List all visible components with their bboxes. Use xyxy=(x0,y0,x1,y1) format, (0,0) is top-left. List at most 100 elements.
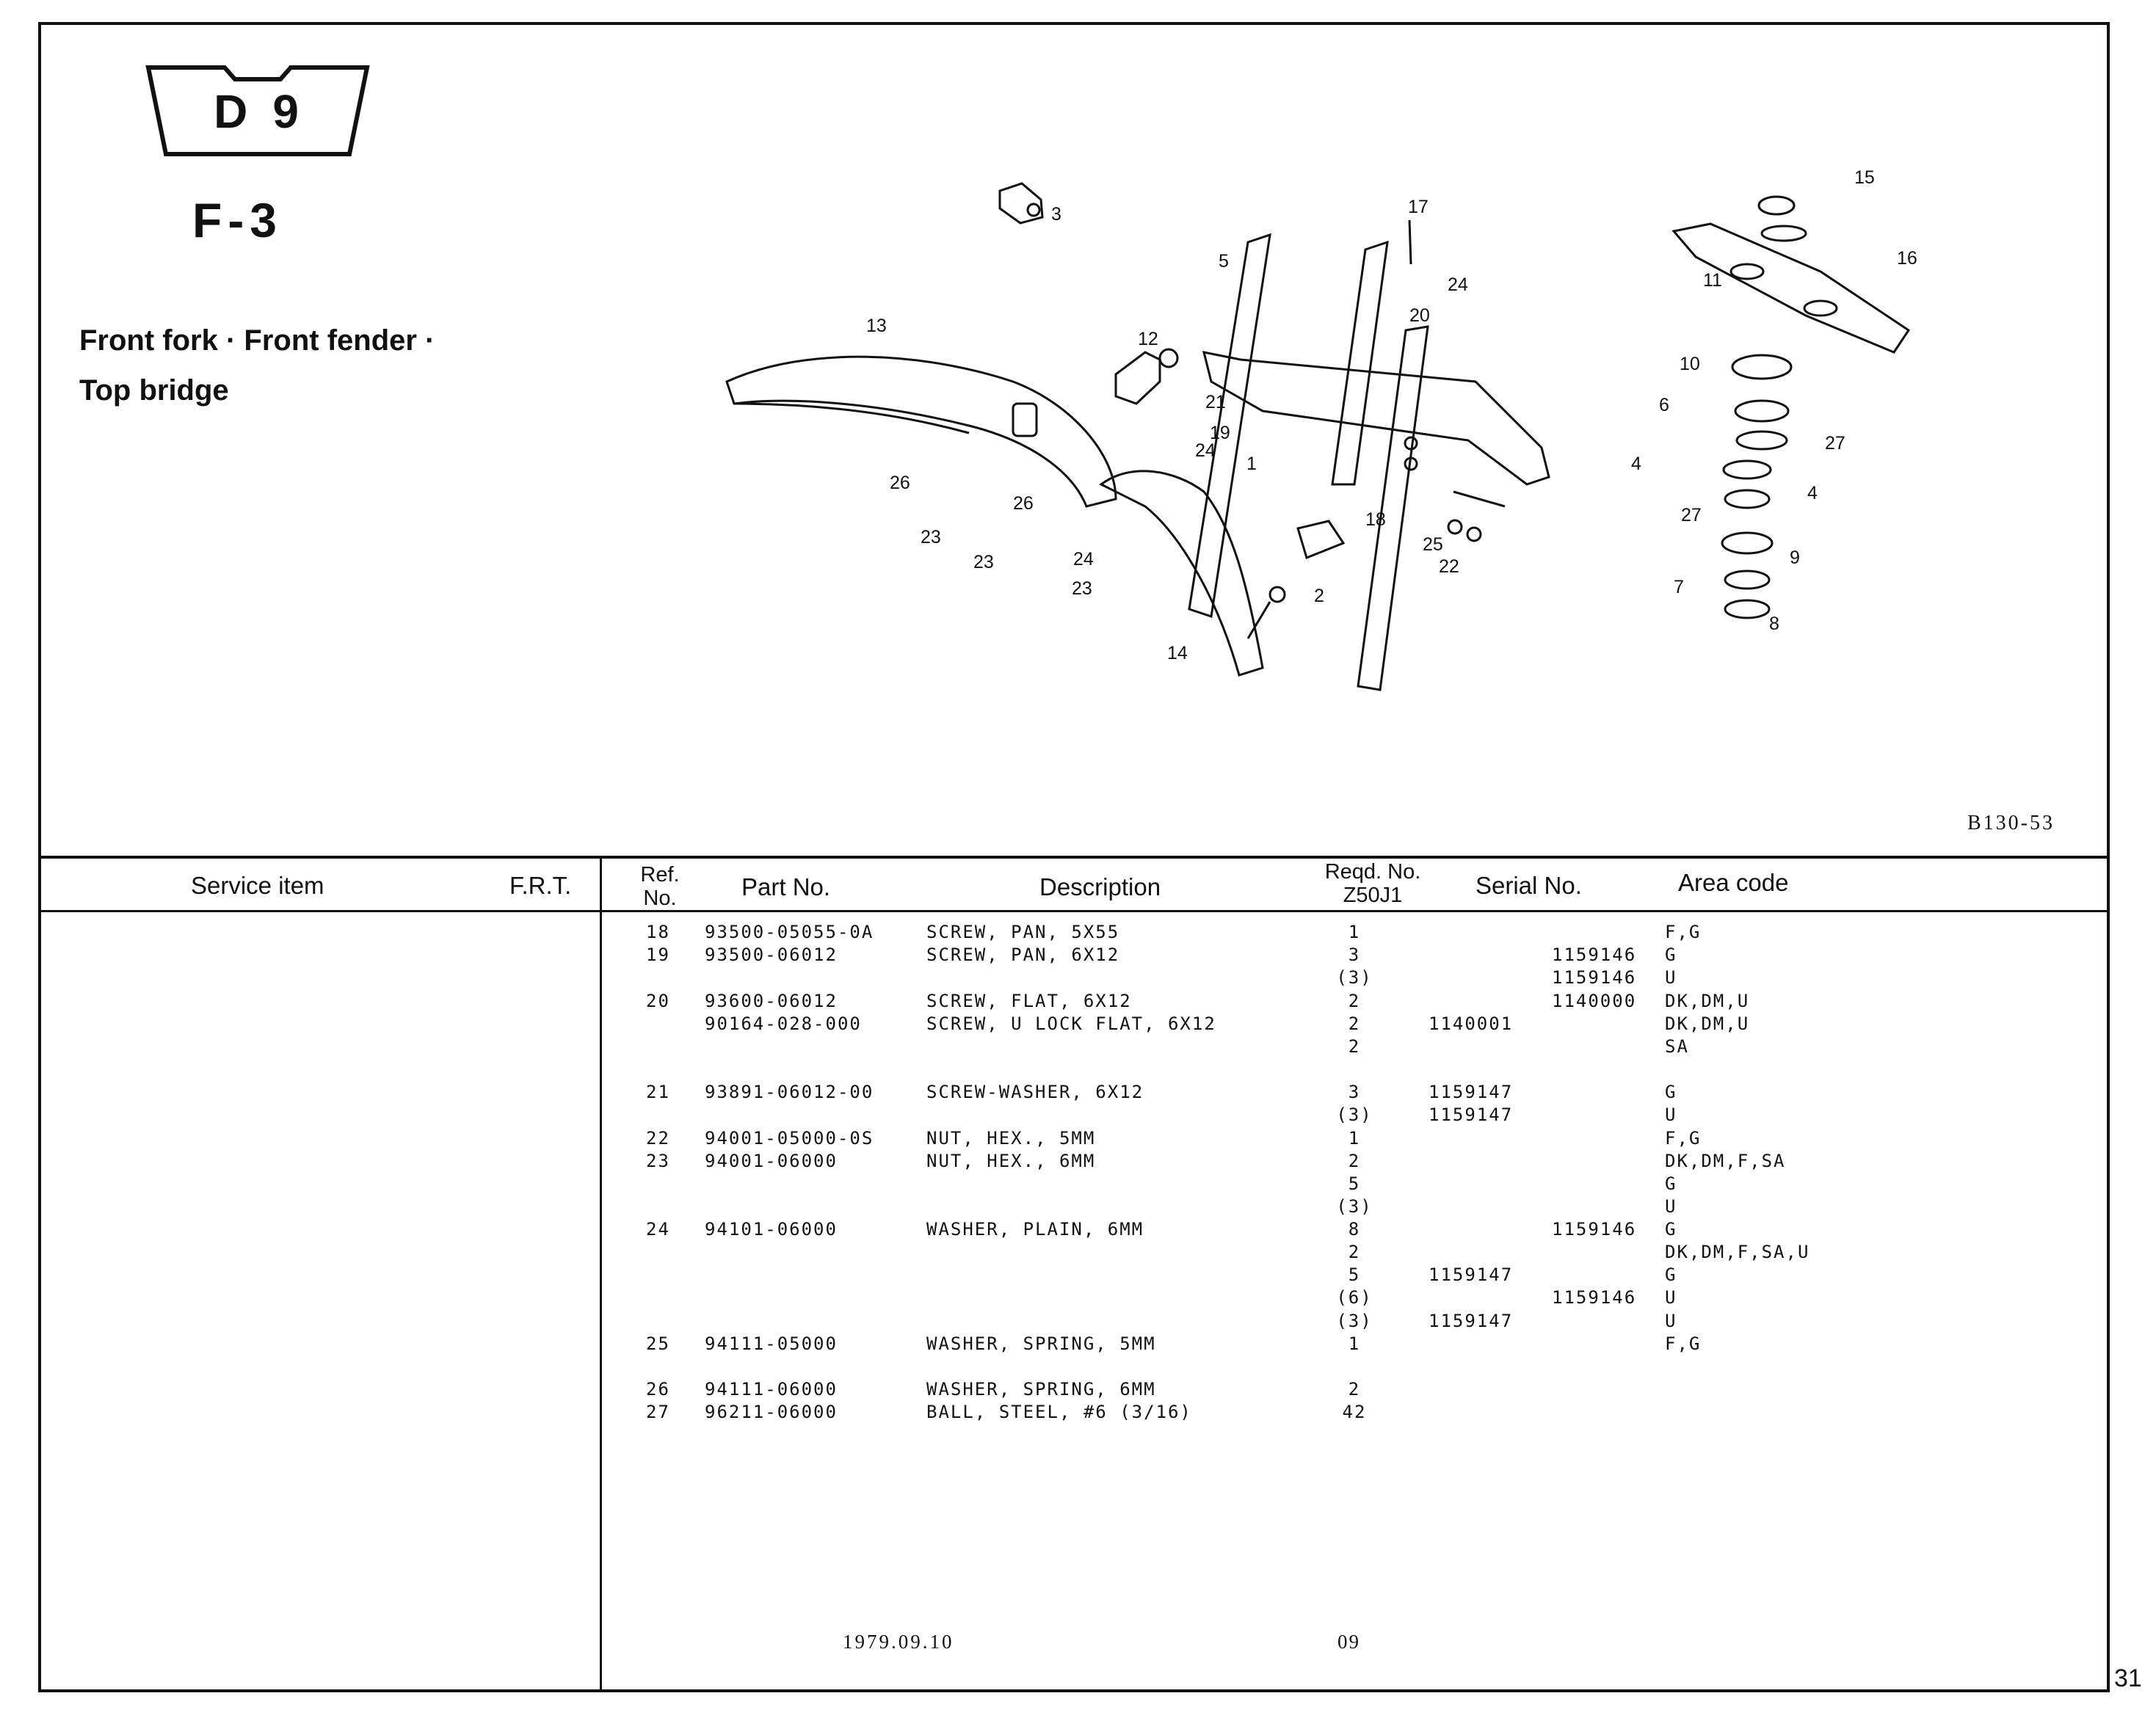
cell-area: DK,DM,F,SA,U xyxy=(1665,1242,1810,1262)
callout-26b: 26 xyxy=(1013,493,1034,514)
callout-4b: 4 xyxy=(1807,483,1818,503)
cell-ref: 26 xyxy=(646,1379,670,1399)
bottom-bridge-drawing xyxy=(1202,351,1550,486)
cell-ref: 21 xyxy=(646,1082,670,1102)
cell-part: 94111-06000 xyxy=(705,1379,838,1399)
callout-8: 8 xyxy=(1769,614,1779,634)
callout-5: 5 xyxy=(1219,251,1229,272)
callout-12: 12 xyxy=(1138,329,1158,349)
cell-serial-b: 1159146 xyxy=(1552,1219,1637,1240)
cell-desc: BALL, STEEL, #6 (3/16) xyxy=(926,1402,1192,1422)
cell-qty: (3) xyxy=(1336,967,1373,988)
cell-area: G xyxy=(1665,1173,1677,1194)
table-row: 25 94111-05000 WASHER, SPRING, 5MM 1 F,G xyxy=(0,1333,2156,1356)
cell-part: 94001-06000 xyxy=(705,1151,838,1171)
cell-qty: 2 xyxy=(1348,1242,1361,1262)
cell-qty: 2 xyxy=(1348,1013,1361,1034)
callout-25: 25 xyxy=(1423,534,1443,555)
cell-area: DK,DM,U xyxy=(1665,1013,1750,1034)
callout-23b: 23 xyxy=(973,552,994,572)
cell-desc: SCREW, FLAT, 6X12 xyxy=(926,991,1132,1011)
header-ref-line2: No. xyxy=(643,887,677,910)
table-row: 26 94111-06000 WASHER, SPRING, 6MM 2 xyxy=(0,1379,2156,1402)
cell-desc: SCREW, U LOCK FLAT, 6X12 xyxy=(926,1013,1216,1034)
cell-qty: (3) xyxy=(1336,1311,1373,1331)
cell-part: 96211-06000 xyxy=(705,1402,838,1422)
cell-serial-b: 1159146 xyxy=(1552,1287,1637,1308)
front-fender-drawing xyxy=(725,355,1117,508)
cell-area: G xyxy=(1665,1082,1677,1102)
cell-area: F,G xyxy=(1665,1128,1702,1149)
cell-qty: 3 xyxy=(1348,1082,1361,1102)
cell-serial-a: 1159147 xyxy=(1429,1311,1514,1331)
steering-stem-drawing xyxy=(1331,240,1389,486)
callout-10: 10 xyxy=(1680,354,1700,374)
cell-desc: SCREW, PAN, 5X55 xyxy=(926,922,1120,942)
footer-code: 09 xyxy=(1337,1631,1360,1653)
exploded-parts-diagram: 1 2 3 4 4 5 6 7 8 9 10 11 12 13 14 15 16… xyxy=(725,167,1917,691)
cell-part: 93500-05055-0A xyxy=(705,922,874,942)
callout-24b: 24 xyxy=(1195,440,1216,461)
cell-ref: 27 xyxy=(646,1402,670,1422)
cell-ref: 25 xyxy=(646,1333,670,1354)
cell-part: 94001-05000-0S xyxy=(705,1128,874,1149)
section-title-line2: Top bridge xyxy=(79,374,229,407)
callout-14: 14 xyxy=(1167,643,1188,663)
cell-desc: SCREW-WASHER, 6X12 xyxy=(926,1082,1144,1102)
cell-area: SA xyxy=(1665,1036,1689,1057)
diagram-callouts: 1 2 3 4 4 5 6 7 8 9 10 11 12 13 14 15 16… xyxy=(866,167,1917,663)
fender-bracket-drawing xyxy=(998,182,1044,225)
table-header-rule xyxy=(38,910,2110,912)
cell-ref: 23 xyxy=(646,1151,670,1171)
cell-qty: 1 xyxy=(1348,1333,1361,1354)
badge-outline-icon xyxy=(145,65,370,156)
cell-area: U xyxy=(1665,1104,1677,1125)
callout-18: 18 xyxy=(1365,509,1386,530)
cell-qty: 1 xyxy=(1348,1128,1361,1149)
cell-serial-b: 1159146 xyxy=(1552,967,1637,988)
callout-2: 2 xyxy=(1314,586,1324,606)
callout-23c: 23 xyxy=(1072,578,1092,599)
cell-desc: NUT, HEX., 5MM xyxy=(926,1128,1096,1149)
callout-9: 9 xyxy=(1790,547,1800,568)
cell-desc: WASHER, SPRING, 6MM xyxy=(926,1379,1156,1399)
left-fork-tube-drawing xyxy=(1188,233,1271,618)
cell-area: U xyxy=(1665,1196,1677,1217)
part-12-drawing xyxy=(1114,351,1161,405)
cell-part: 94111-05000 xyxy=(705,1333,838,1354)
cell-ref: 20 xyxy=(646,991,670,1011)
badge-label: D9 xyxy=(214,85,324,138)
header-frt: F.R.T. xyxy=(509,872,572,899)
cell-serial-b: 1140000 xyxy=(1552,991,1637,1011)
cell-area: F,G xyxy=(1665,1333,1702,1354)
cell-qty: (3) xyxy=(1336,1104,1373,1125)
header-part-no: Part No. xyxy=(741,873,831,900)
callout-27a: 27 xyxy=(1825,433,1845,454)
cell-qty: 2 xyxy=(1348,1379,1361,1399)
fender-stay-drawing xyxy=(1099,470,1264,677)
cell-desc: WASHER, PLAIN, 6MM xyxy=(926,1219,1144,1240)
cell-part: 93600-06012 xyxy=(705,991,838,1011)
header-description: Description xyxy=(1039,873,1161,900)
section-title-line1: Front fork · Front fender · xyxy=(79,324,435,357)
cell-serial-a: 1159147 xyxy=(1429,1264,1514,1285)
callout-3: 3 xyxy=(1051,204,1061,225)
section-badge: D9 xyxy=(144,63,371,160)
cell-serial-b: 1159146 xyxy=(1552,944,1637,965)
cell-part: 93891-06012-00 xyxy=(705,1082,874,1102)
cell-qty: 8 xyxy=(1348,1219,1361,1240)
cell-desc: WASHER, SPRING, 5MM xyxy=(926,1333,1156,1354)
callout-24c: 24 xyxy=(1073,549,1094,569)
table-row: 2 DK,DM,F,SA,U xyxy=(0,1242,2156,1264)
section-code: F-3 xyxy=(192,193,283,247)
callout-16: 16 xyxy=(1897,248,1917,269)
